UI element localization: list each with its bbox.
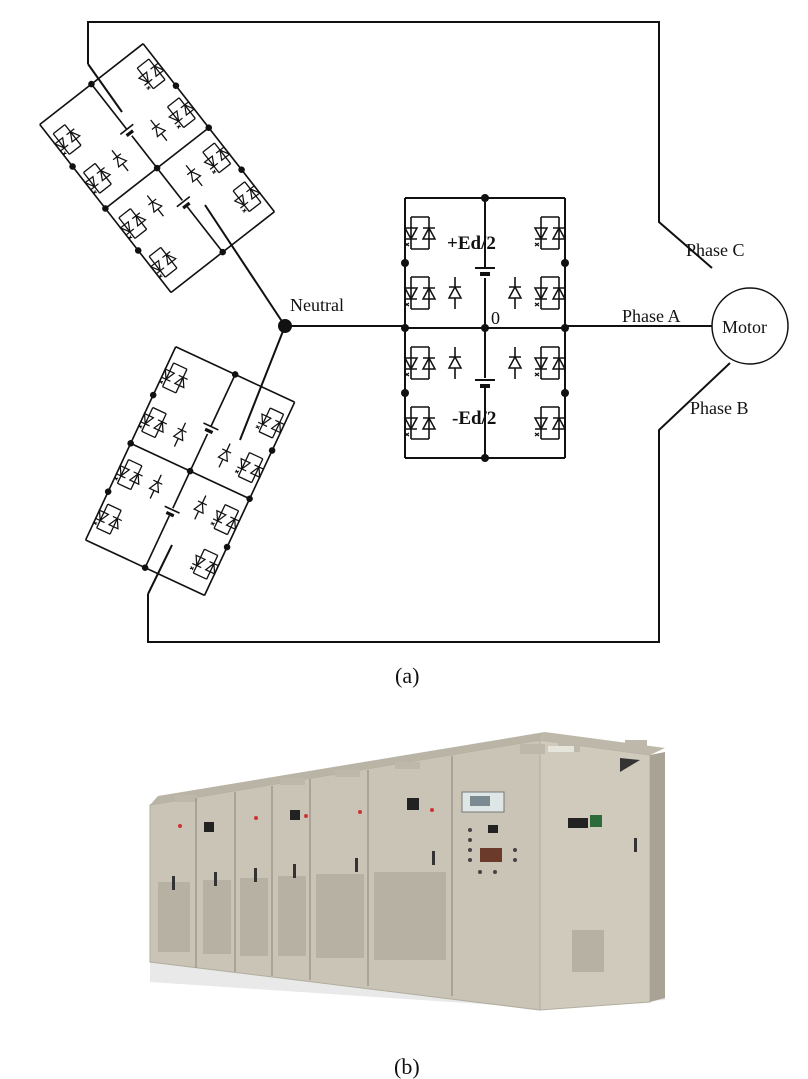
drive-cabinet-photo: (b) (149, 732, 665, 1079)
phase-c-wire (87, 21, 713, 269)
neutral-to-b-wire (239, 325, 286, 441)
caption-a: (a) (395, 663, 419, 688)
phase-c-inverter (35, 39, 279, 297)
neutral-node (278, 319, 292, 333)
motor-symbol (711, 287, 789, 365)
caption-b: (b) (394, 1054, 420, 1079)
neutral-label: Neutral (290, 295, 344, 315)
plus-ed-label: +Ed/2 (447, 233, 496, 254)
zero-label: 0 (491, 308, 500, 328)
phase-a-label: Phase A (622, 306, 681, 326)
phase-b-wire (147, 362, 731, 643)
phase-b-branch (147, 544, 173, 595)
neutral-to-c-wire (204, 204, 286, 327)
phase-c-branch (87, 63, 123, 113)
phase-b-inverter (81, 342, 299, 599)
motor-label: Motor (722, 317, 767, 337)
phase-b-label: Phase B (690, 398, 749, 418)
minus-ed-label: -Ed/2 (452, 408, 496, 429)
phase-c-label: Phase C (686, 240, 745, 260)
circuit-diagram: Neutral +Ed/2 0 -Ed/2 Phase A Phase B Ph… (35, 21, 789, 688)
